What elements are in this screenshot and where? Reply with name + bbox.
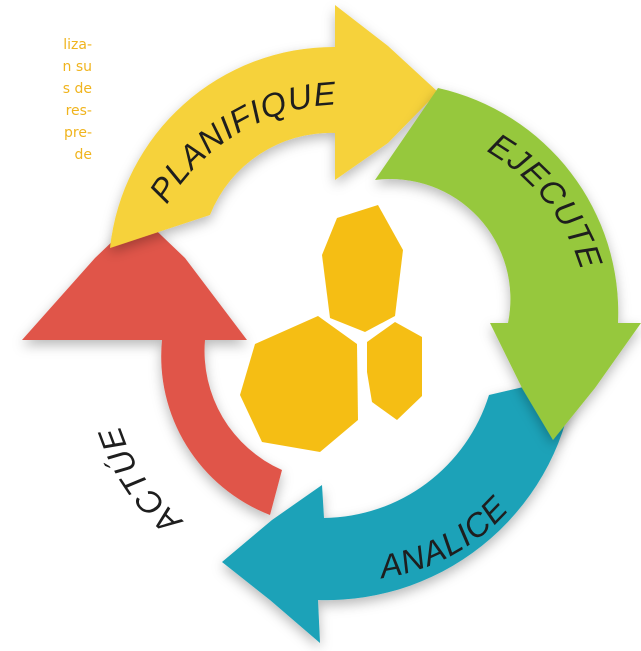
side-text-line: n su: [62, 59, 93, 75]
hexagon-top: [322, 205, 403, 332]
step-arrow-ejecute: [375, 88, 641, 440]
step-arrow-analice: [222, 375, 575, 643]
hexagon-right: [367, 322, 422, 420]
hexagon-cluster-icon: [240, 205, 422, 452]
side-text-line: res-: [65, 103, 92, 119]
step-label-actue: ACTÚE: [91, 422, 189, 544]
side-text-line: s de: [62, 81, 92, 97]
step-arrow-actue: [22, 215, 282, 515]
side-text-line: pre-: [64, 125, 92, 141]
side-text-line: liza-: [63, 37, 92, 53]
side-text-line: de: [74, 147, 93, 163]
hexagon-left: [240, 316, 358, 452]
step-label-actue-path: ACTÚE: [91, 422, 188, 544]
side-paragraph: liza- n su s de res- pre- de: [0, 34, 93, 166]
step-arrow-planifique: [110, 5, 438, 248]
